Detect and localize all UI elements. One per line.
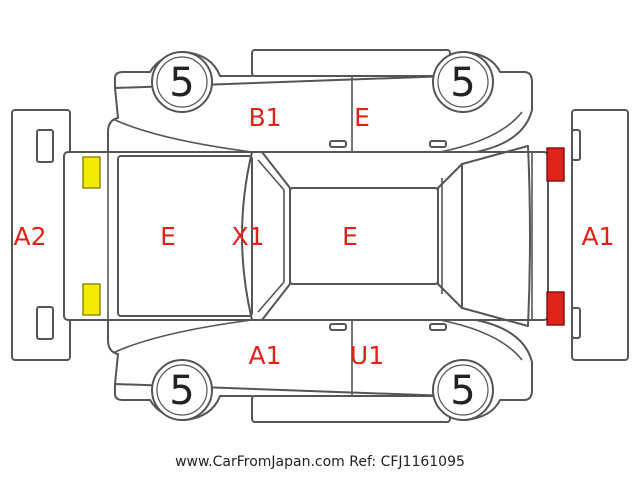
front-bumper-panel bbox=[571, 109, 629, 361]
rear-bumper-upper-notch bbox=[36, 129, 54, 163]
front-bumper-upper-notch bbox=[571, 129, 581, 161]
tire-front-bottom: 5 bbox=[432, 359, 494, 421]
tire-front-top: 5 bbox=[432, 51, 494, 113]
label-top-front-door: E bbox=[354, 103, 370, 132]
rear-bumper-lower-notch bbox=[36, 306, 54, 340]
bottom-rocker-strip bbox=[251, 395, 451, 423]
label-roof: E bbox=[342, 222, 358, 251]
hood-panel bbox=[461, 145, 531, 327]
footer-watermark: www.CarFromJapan.com Ref: CFJ1161095 bbox=[175, 454, 465, 470]
top-roof-strip bbox=[251, 49, 451, 77]
top-front-door-handle bbox=[429, 140, 447, 148]
bottom-rear-door-handle bbox=[329, 323, 347, 331]
label-rear-bumper: A2 bbox=[13, 222, 46, 251]
roof-panel bbox=[289, 187, 439, 285]
rear-light-upper-marker bbox=[82, 156, 101, 189]
label-top-rear-door: B1 bbox=[248, 103, 281, 132]
rear-window-inner bbox=[257, 159, 285, 313]
trunk-lid bbox=[117, 155, 253, 317]
tire-front-bottom-grade: 5 bbox=[450, 368, 475, 414]
tire-rear-bottom: 5 bbox=[151, 359, 213, 421]
bottom-front-door-handle bbox=[429, 323, 447, 331]
tire-rear-top-grade: 5 bbox=[169, 60, 194, 106]
front-light-upper-marker bbox=[546, 147, 565, 182]
tire-front-top-grade: 5 bbox=[450, 60, 475, 106]
front-light-lower-marker bbox=[546, 291, 565, 326]
top-side-inner-line bbox=[114, 111, 523, 153]
tire-rear-top: 5 bbox=[151, 51, 213, 113]
rear-window bbox=[241, 151, 291, 321]
label-trunk: E bbox=[160, 222, 176, 251]
label-front-bumper: A1 bbox=[581, 222, 614, 251]
top-rear-door-handle bbox=[329, 140, 347, 148]
tire-rear-bottom-grade: 5 bbox=[169, 368, 194, 414]
label-rear-window: X1 bbox=[231, 222, 264, 251]
front-bumper-lower-notch bbox=[571, 307, 581, 339]
label-bottom-front-door: U1 bbox=[350, 341, 384, 370]
bottom-side-inner-line bbox=[114, 319, 523, 361]
rear-light-lower-marker bbox=[82, 283, 101, 316]
label-bottom-rear-door: A1 bbox=[248, 341, 281, 370]
